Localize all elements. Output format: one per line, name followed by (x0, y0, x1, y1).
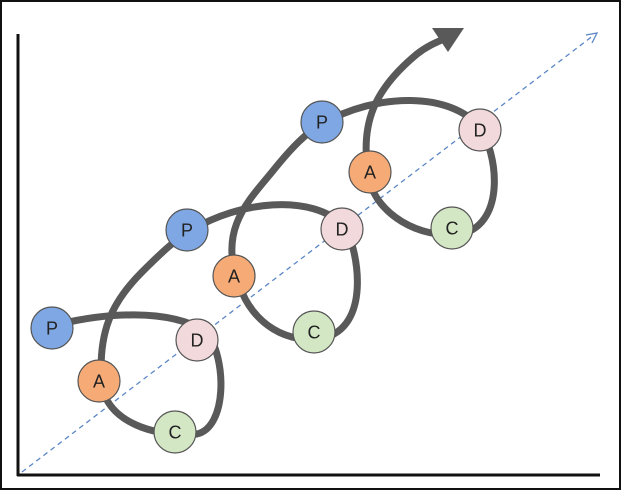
check-label: C (446, 219, 459, 239)
act-label: A (228, 267, 240, 287)
cycle-1-plan-node: P (30, 306, 74, 350)
arrowhead-icon (432, 28, 464, 52)
act-label: A (93, 372, 105, 392)
pdca-nodes: P D C A P D C A P D C A (30, 100, 502, 454)
plan-circle (300, 100, 344, 144)
act-circle (212, 254, 256, 298)
check-label: C (308, 323, 321, 343)
cycle-3-plan-node: P (300, 100, 344, 144)
cycle-2-check-node: C (292, 310, 336, 354)
act-circle (77, 359, 121, 403)
dashed-arrow-icon (585, 32, 599, 44)
cycle-3-do-node: D (458, 108, 502, 152)
cycle-3-act-node: A (348, 150, 392, 194)
act-circle (348, 150, 392, 194)
plan-label: P (181, 221, 193, 241)
do-circle (175, 318, 219, 362)
plan-label: P (46, 319, 58, 339)
plan-circle (165, 208, 209, 252)
check-label: C (169, 423, 182, 443)
check-circle (153, 410, 197, 454)
check-circle (292, 310, 336, 354)
cycle-1-check-node: C (153, 410, 197, 454)
do-label: D (474, 121, 487, 141)
improvement-spiral (56, 35, 498, 438)
cycle-2-act-node: A (212, 254, 256, 298)
plan-circle (30, 306, 74, 350)
cycle-2-do-node: D (320, 207, 364, 251)
do-circle (320, 207, 364, 251)
plan-label: P (316, 113, 328, 133)
do-circle (458, 108, 502, 152)
check-circle (430, 206, 474, 250)
cycle-1-do-node: D (175, 318, 219, 362)
cycle-3-check-node: C (430, 206, 474, 250)
do-label: D (191, 331, 204, 351)
cycle-2-plan-node: P (165, 208, 209, 252)
cycle-1-act-node: A (77, 359, 121, 403)
do-label: D (336, 220, 349, 240)
act-label: A (364, 163, 376, 183)
trend-line (21, 34, 595, 473)
